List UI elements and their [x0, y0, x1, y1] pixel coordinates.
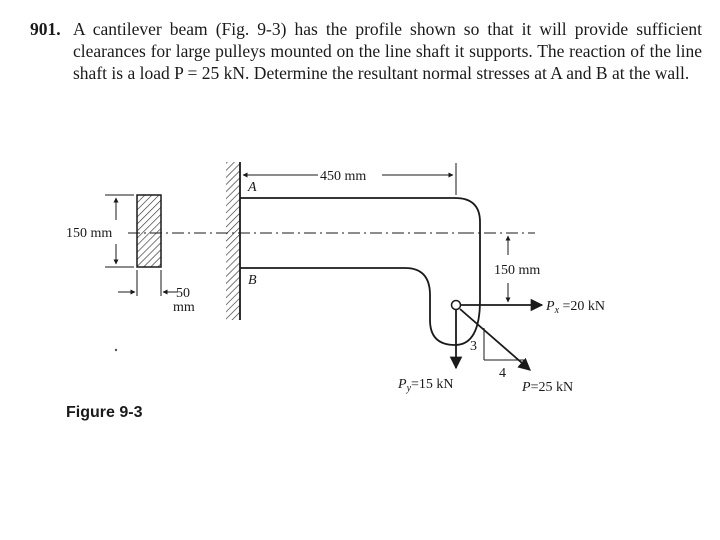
point-b-label: B — [248, 273, 257, 288]
problem-text: A cantilever beam (Fig. 9-3) has the pro… — [73, 19, 702, 83]
slope-run-label: 4 — [499, 366, 506, 381]
wall — [226, 162, 241, 320]
section-width-value: 50 — [176, 286, 190, 301]
figure-caption: Figure 9-3 — [66, 404, 143, 421]
problem-statement: 901. A cantilever beam (Fig. 9-3) has th… — [30, 18, 702, 84]
slope-rise-label: 3 — [470, 339, 477, 354]
length-label: 450 mm — [320, 169, 366, 184]
load-x-label: Px =20 kN — [545, 299, 605, 316]
load-p-label: P=25 kN — [521, 380, 573, 395]
point-a-label: A — [247, 180, 257, 195]
section-width-unit: mm — [173, 300, 195, 315]
length-dimension — [242, 163, 457, 195]
load-point — [450, 299, 462, 311]
speck — [114, 348, 118, 352]
beam-profile — [240, 197, 481, 346]
load-y-label: Py=15 kN — [397, 377, 454, 394]
section-depth-label: 150 mm — [66, 226, 112, 241]
slope-triangle — [483, 328, 525, 361]
offset-label: 150 mm — [494, 263, 540, 278]
cross-section — [105, 194, 178, 296]
problem-number: 901. — [30, 19, 61, 39]
